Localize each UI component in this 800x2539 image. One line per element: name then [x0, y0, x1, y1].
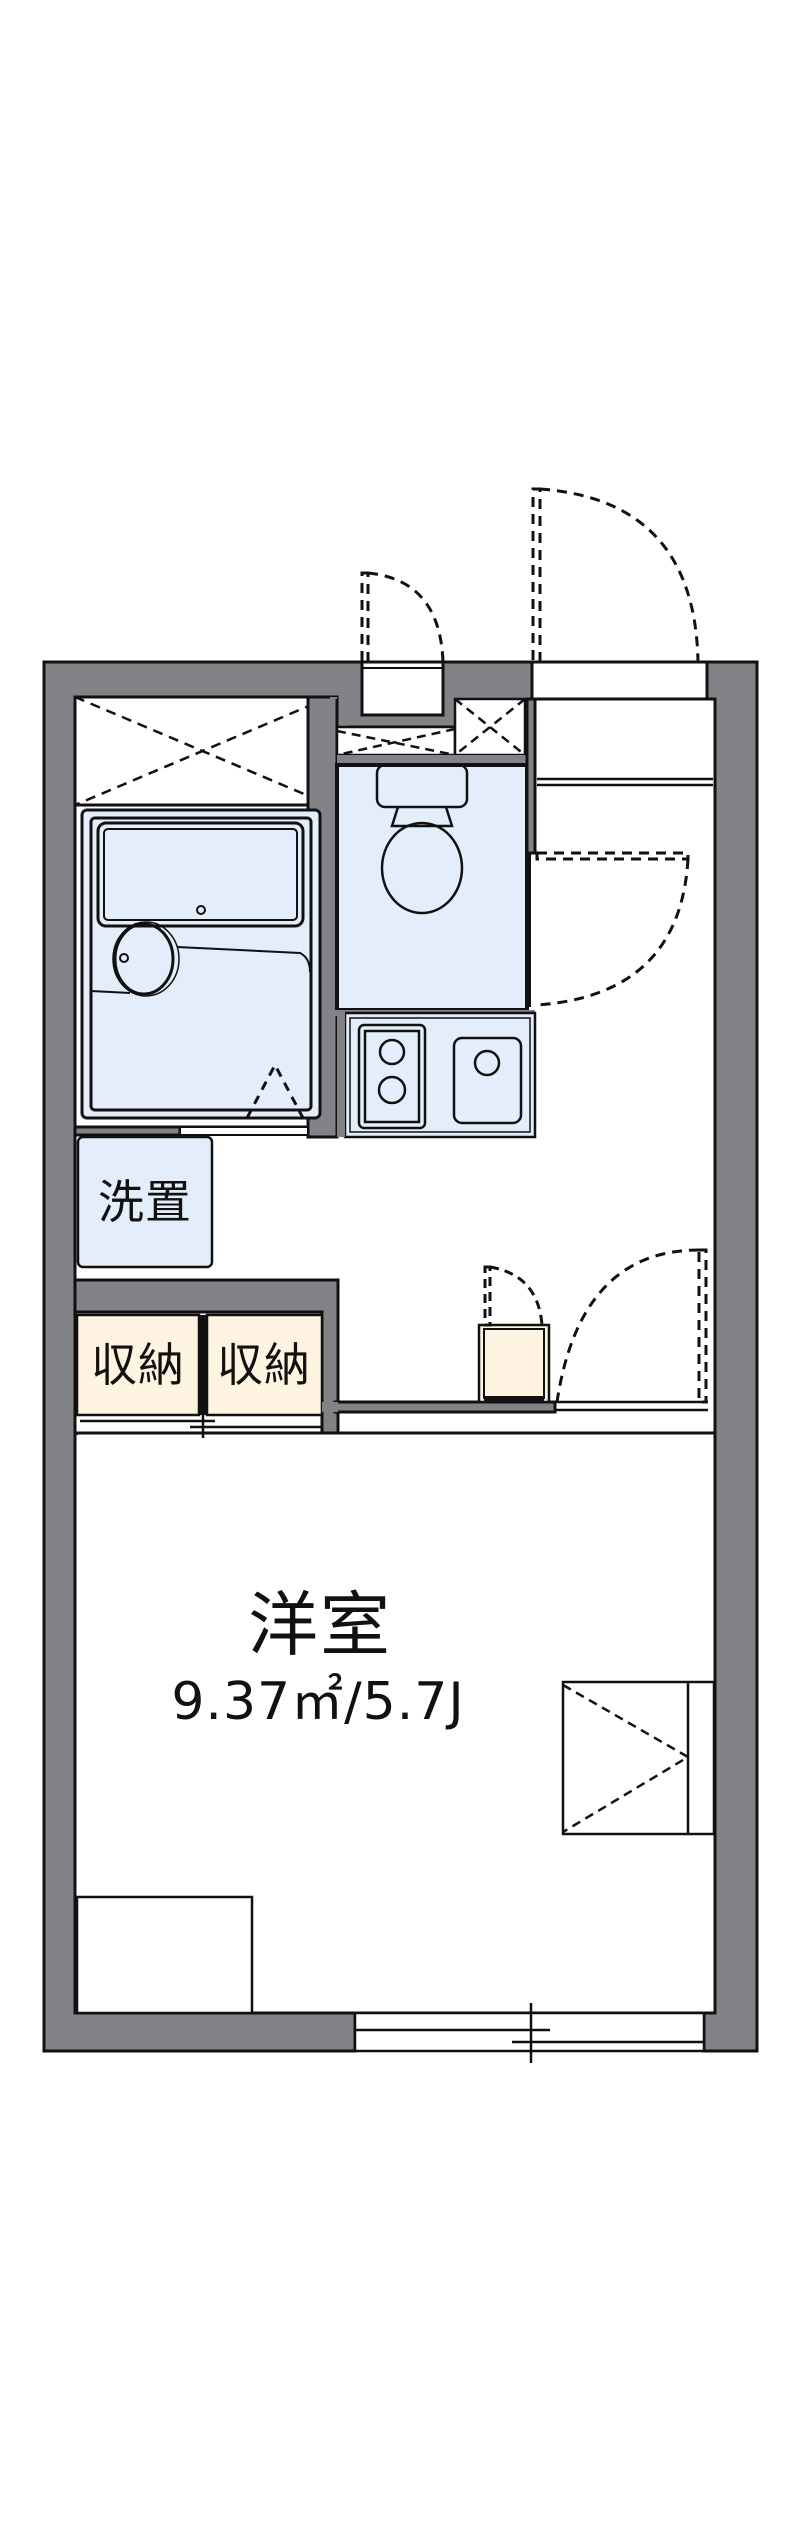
balcony-sliding-window	[353, 2003, 706, 2063]
air-conditioner	[561, 1680, 716, 1836]
burner-2	[377, 1075, 407, 1105]
storage-1	[75, 1313, 201, 1417]
western-room-area: 9.37㎡/5.7J	[171, 1672, 465, 1732]
bath-door-swing	[245, 1061, 305, 1119]
bath-bottom-wall-left	[73, 1125, 182, 1137]
room-door-swing	[555, 1248, 708, 1404]
toilet-tank	[375, 763, 469, 809]
kitchen-counter	[343, 1011, 537, 1139]
storage-2	[205, 1313, 324, 1417]
sink	[452, 1036, 523, 1125]
sink-drain	[473, 1049, 501, 1077]
shoe-box	[477, 1323, 551, 1404]
storage-2-label: 収納	[217, 1338, 311, 1392]
toilet-hatch-x	[336, 698, 526, 757]
bath-door-opening	[179, 1126, 309, 1136]
unit-bath	[73, 803, 322, 1129]
bathtub	[96, 821, 305, 928]
stove	[357, 1023, 427, 1130]
toilet-bowl	[380, 821, 464, 915]
bed-or-desk-outline	[75, 1895, 254, 2015]
pipe-space-door-swing	[360, 571, 445, 664]
washer-space-label: 洗置	[98, 1175, 192, 1229]
hall-partition-wall	[333, 1400, 557, 1414]
entrance-door-swing	[531, 487, 700, 663]
shoe-box-door-swing	[483, 1265, 544, 1327]
burner-1	[378, 1038, 406, 1066]
washer-space	[76, 1135, 214, 1269]
wash-basin	[113, 922, 175, 996]
western-room-name: 洋室	[248, 1584, 392, 1666]
tub-drain	[196, 905, 206, 915]
outer-wall-right	[702, 660, 759, 2053]
storage-1-label: 収納	[91, 1338, 185, 1392]
storage-divider	[199, 1315, 207, 1415]
pipe-space	[360, 660, 445, 717]
bath-hatch-x	[74, 695, 331, 807]
storage-sliding-doors	[80, 1415, 322, 1438]
entrance-threshold	[530, 660, 709, 701]
toilet-door-swing	[535, 851, 690, 1007]
bath-hatch-area	[73, 695, 332, 812]
toilet-room	[335, 763, 529, 1012]
room-door	[555, 1400, 708, 1412]
toilet-right-wall	[525, 697, 537, 855]
